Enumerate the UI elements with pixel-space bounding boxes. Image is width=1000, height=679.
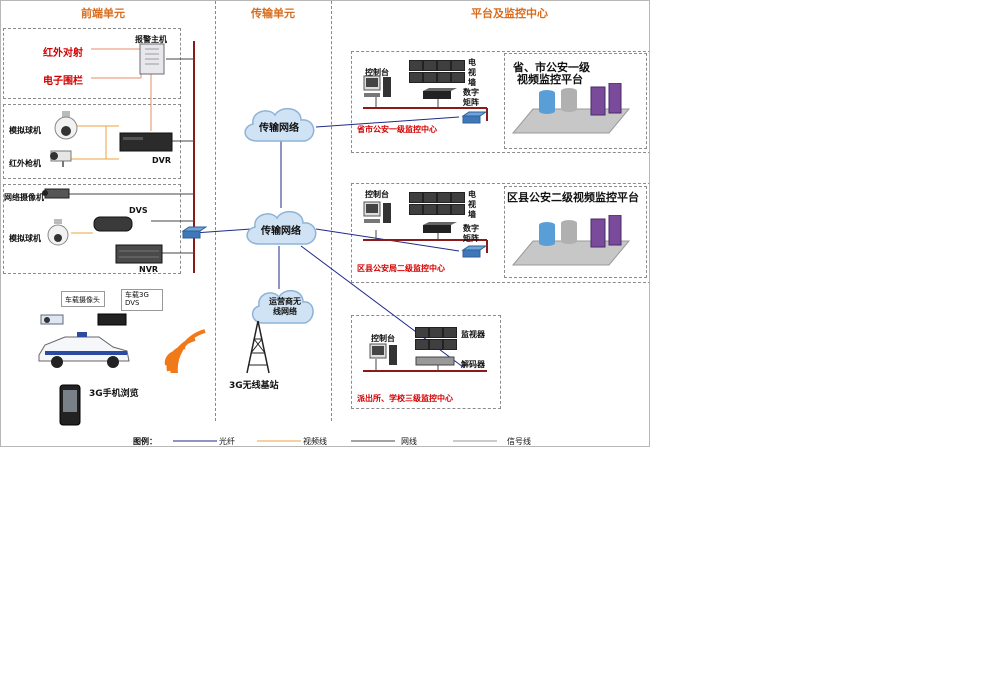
platform1-title-1: 省、市公安一级: [513, 61, 590, 74]
center2-name: 区县公安局二级监控中心: [357, 264, 445, 273]
workstation-icon: [363, 201, 391, 223]
section-platform-title: 平台及监控中心: [471, 7, 548, 20]
divider-2: [331, 1, 332, 421]
infrared-beam-label: 红外对射: [43, 48, 83, 59]
dvr-label: DVR: [152, 156, 171, 165]
center2-tv-wall-char-3: 墙: [468, 210, 476, 219]
section-front-title: 前端单元: [81, 7, 125, 20]
center2-matrix-label-2: 矩阵: [463, 234, 479, 243]
analog-dome-label-1: 模拟球机: [9, 126, 41, 135]
wireless-signal-icon: [164, 329, 206, 373]
ir-gun-label: 红外枪机: [9, 159, 41, 168]
network-camera-group: [3, 184, 181, 274]
legend-label-network: 网线: [401, 437, 417, 446]
center3-group: [351, 315, 501, 409]
legend-title: 图例：: [133, 437, 157, 446]
car-camera-icon: [40, 314, 64, 325]
center1-name: 省市公安一级监控中心: [357, 125, 437, 134]
legend-label-video: 视频线: [303, 437, 327, 446]
cloud-icon: [244, 108, 315, 142]
police-car-icon: [38, 332, 130, 368]
car-dvs-callout: [121, 289, 163, 311]
switch-icon: [181, 226, 207, 239]
server-cluster-icon: [511, 83, 631, 134]
cloud-icon: [246, 211, 317, 245]
center1-tv-wall-char-2: 视: [468, 68, 476, 77]
center1-tv-wall-char-1: 电: [468, 58, 476, 67]
platform1-box: [504, 53, 647, 149]
center3-name: 派出所、学校三级监控中心: [357, 394, 453, 403]
electronic-fence-label: 电子围栏: [43, 76, 83, 87]
nvr-label: NVR: [139, 265, 159, 274]
dome-camera-icon: [54, 111, 78, 140]
base-station-label: 3G无线基站: [229, 381, 279, 391]
center2-tv-wall: [409, 192, 465, 216]
car-dvs-label-1: 车载3G: [125, 291, 149, 299]
legend-label-fiber: 光纤: [219, 437, 235, 446]
divider-1: [215, 1, 216, 421]
analog-dome-label-2: 模拟球机: [9, 234, 41, 243]
center2-group: [351, 183, 649, 283]
center3-monitor-label: 监视器: [461, 330, 485, 339]
alarm-host-label: 报警主机: [135, 35, 167, 44]
center3-decoder-label: 解码器: [461, 360, 485, 369]
platform2-title: 区县公安二级视频监控平台: [507, 191, 639, 204]
section-transmission-title: 传输单元: [251, 7, 295, 20]
legend-line-signal: [453, 440, 497, 442]
platform2-box: [504, 186, 647, 278]
platform1-title-2: 视频监控平台: [517, 73, 583, 86]
car-camera-label: 车载摄像头: [65, 296, 100, 304]
alarm-host-icon: [139, 43, 165, 75]
switch-icon: [461, 245, 487, 258]
center2-matrix-label-1: 数字: [463, 224, 479, 233]
topology-diagram: 前端单元 传输单元 平台及监控中心: [0, 0, 650, 447]
center2-console-label: 控制台: [365, 190, 389, 199]
center1-tv-wall: [409, 60, 465, 84]
cloud3-label-2: 线网络: [273, 307, 297, 316]
center2-tv-wall-char-1: 电: [468, 190, 476, 199]
cloud1-label: 传输网络: [259, 123, 299, 134]
dvr-icon: [119, 132, 173, 152]
cloud-icon: [251, 290, 314, 324]
ir-gun-camera-icon: [50, 150, 72, 167]
legend-line-network: [351, 440, 395, 442]
workstation-icon: [363, 75, 391, 97]
center2-tv-wall-char-2: 视: [468, 200, 476, 209]
center1-group: [351, 51, 649, 153]
switch-icon: [461, 111, 487, 124]
alarm-group: [3, 28, 181, 99]
cloud3-label-1: 运营商无: [269, 297, 301, 306]
decoder-icon: [415, 356, 455, 366]
center1-matrix-label-1: 数字: [463, 88, 479, 97]
phone-icon: [59, 384, 81, 426]
dvs-label: DVS: [129, 206, 148, 215]
net-camera-icon: [42, 188, 70, 199]
nvr-icon: [115, 244, 163, 264]
dvs-icon: [93, 216, 133, 232]
legend-line-fiber: [173, 440, 217, 442]
phone-label: 3G手机浏览: [89, 389, 139, 399]
center3-console-label: 控制台: [371, 334, 395, 343]
center1-tv-wall-char-3: 墙: [468, 78, 476, 87]
dome-camera-icon: [47, 219, 69, 246]
car-dvs-icon: [97, 313, 127, 326]
car-camera-callout: [61, 291, 105, 307]
server-cluster-icon: [511, 215, 631, 266]
net-camera-label: 网络摄像机: [4, 193, 44, 202]
car-dvs-label-2: DVS: [125, 299, 140, 307]
workstation-icon: [369, 343, 397, 365]
center3-monitor-wall: [415, 327, 459, 351]
cloud2-label: 传输网络: [261, 226, 301, 237]
legend-label-signal: 信号线: [507, 437, 531, 446]
matrix-icon: [423, 88, 457, 99]
legend-line-video: [257, 440, 301, 442]
tower-icon: [246, 320, 270, 374]
matrix-icon: [423, 222, 457, 233]
center1-matrix-label-2: 矩阵: [463, 98, 479, 107]
center1-console-label: 控制台: [365, 68, 389, 77]
